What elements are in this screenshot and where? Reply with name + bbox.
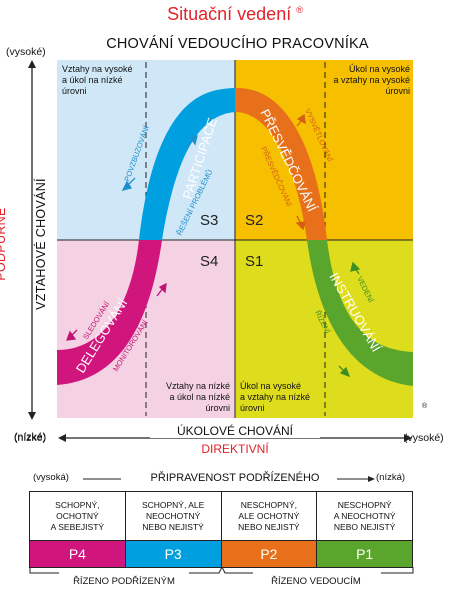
level-code-p2: P2 [220,540,318,568]
diagram-heading: CHOVÁNÍ VEDOUCÍHO PRACOVNÍKA [106,36,369,52]
arrow-vysvetlovani [296,113,306,127]
level-code-p1: P1 [316,540,413,568]
control-bracket [29,567,414,574]
y-axis-label: VZTAHOVÉ CHOVÁNÍ [34,178,48,310]
x-axis-sublabel: DIREKTIVNÍ [201,442,269,456]
quadrant-code-s4: S4 [200,253,218,270]
quadrant-code-s3: S3 [200,212,218,229]
arrow-vedeni [350,261,361,275]
note-s4: Vztahy na nízké a úkol na nízké úrovni [165,381,230,413]
arrow-presvedcovani [295,215,306,231]
quadrant-code-s2: S2 [245,212,263,229]
curve-segment-presvedcovani [235,87,327,240]
y-axis-arrow [28,60,36,420]
arrow-povzbuzovani [121,177,136,191]
x-axis-left-label: (nízké) [14,432,47,444]
curve-segment-delegovani [57,240,162,385]
note-s2: Úkol na vysoké a vztahy na vysoké úrovni [333,64,410,96]
readiness-arrow [83,476,375,482]
arrow-sledovani [66,329,78,341]
side-registered-mark: ® [422,403,428,410]
readiness-right-label: (nízká) [376,472,406,483]
curve-segment-participace [139,88,235,240]
arrow-reseni-problemu [184,135,198,149]
note-s3: Vztahy na vysoké a úkol na nízké úrovni [62,64,133,96]
x-axis-label: ÚKOLOVÉ CHOVÁNÍ [150,424,320,438]
leadership-quadrant-diagram: S3 S2 S4 S1 PARTICIPACE PŘESVĚDČOVÁNÍ IN… [57,60,413,418]
y-axis-top-label: (vysoké) [6,46,46,58]
arrow-monitorovani [156,282,167,297]
readiness-left-label: (vysoká) [33,472,69,483]
quadrant-code-s1: S1 [245,253,263,270]
level-code-p3: P3 [124,540,222,568]
curve-segment-instruovani [307,240,413,386]
note-s1: Úkol na vysoké a vztahy na nízké úrovni [240,381,311,413]
readiness-title: PŘIPRAVENOST PODŘÍZENÉHO [120,472,350,484]
quadrant-s2 [235,60,413,240]
registered-mark: ® [296,5,303,15]
page-title: Situační vedení ® [167,4,303,24]
y-axis-bottom-label: (nízké) [14,431,47,443]
x-axis-right-label: (vysoké) [404,432,444,444]
arrow-rizeni [338,365,351,378]
x-axis-arrow [58,434,412,442]
level-code-p4: P4 [29,540,126,568]
controlled-by-leader: ŘÍZENO VEDOUCÍM [271,576,361,587]
y-axis-sublabel: PODPŮRNÉ [0,207,8,281]
controlled-by-subordinate: ŘÍZENO PODŘÍZENÝM [73,576,175,587]
